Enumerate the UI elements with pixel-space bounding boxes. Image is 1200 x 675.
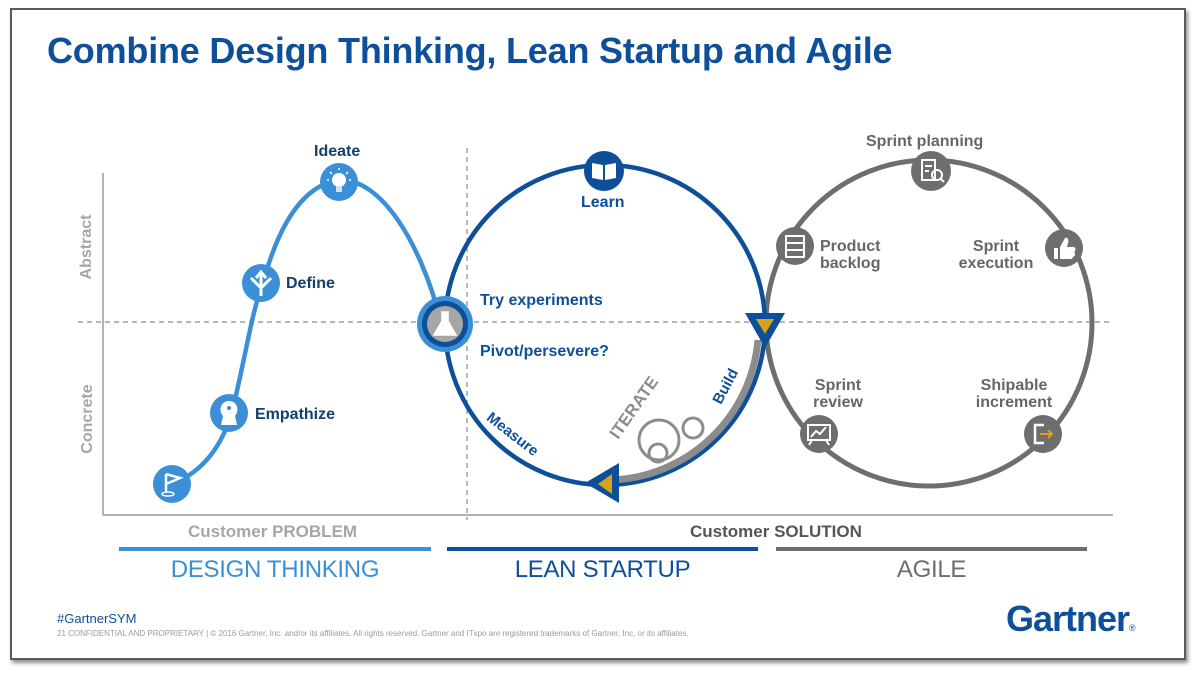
flask-icon	[432, 311, 458, 336]
diverging-arrows-icon	[249, 269, 273, 296]
head-heart-icon	[220, 401, 238, 425]
iterate-arc	[611, 339, 762, 484]
band-bar-design-thinking	[119, 547, 431, 551]
iterate-gears-icon	[637, 416, 705, 464]
label-product-backlog-line1: Product	[820, 238, 881, 255]
label-shipable-increment-line2: increment	[975, 394, 1053, 411]
label-pivot-persevere: Pivot/persevere?	[480, 343, 609, 360]
measure-arrowhead	[585, 463, 619, 503]
customer-solution-label: Customer SOLUTION	[690, 522, 862, 541]
agile-node-shipable-increment	[1024, 415, 1062, 453]
label-sprint-review-line1: Sprint	[814, 377, 862, 394]
label-sprint-execution-line1: Sprint	[972, 238, 1020, 255]
experiment-hub	[417, 296, 473, 352]
label-shipable-increment-line1: Shipable	[980, 377, 1048, 394]
y-axis-label-concrete: Concrete	[79, 384, 96, 454]
export-icon	[1033, 423, 1054, 445]
slide-title: Combine Design Thinking, Lean Startup an…	[47, 30, 893, 71]
dt-node-empathize	[210, 394, 248, 432]
agile-node-product-backlog	[776, 227, 814, 265]
presentation-chart-icon	[807, 424, 831, 446]
label-product-backlog-line2: backlog	[820, 255, 881, 272]
label-try-experiments: Try experiments	[480, 292, 603, 309]
customer-problem-label: Customer PROBLEM	[188, 522, 358, 541]
label-sprint-execution-line2: execution	[958, 255, 1034, 272]
dt-node-flag	[153, 465, 191, 503]
build-arrowhead	[745, 313, 785, 348]
iterate-label: ITERATE	[606, 373, 663, 442]
band-bar-agile	[776, 547, 1087, 551]
label-sprint-review-line2: review	[813, 394, 863, 411]
lean-startup-cycle	[442, 162, 768, 488]
design-thinking-curve	[172, 177, 444, 487]
y-axis-label-abstract: Abstract	[78, 214, 95, 280]
agile-node-sprint-execution	[1045, 229, 1083, 267]
dt-node-ideate	[320, 163, 358, 201]
label-shipable-increment: Shipable increment	[970, 377, 1058, 411]
label-empathize: Empathize	[255, 406, 336, 423]
band-label-agile: AGILE	[896, 556, 967, 583]
list-icon	[785, 235, 805, 258]
agile-node-sprint-planning	[911, 151, 951, 191]
logo-text: Gartner	[1006, 598, 1130, 639]
hashtag: #GartnerSYM	[57, 611, 137, 626]
label-define: Define	[286, 275, 335, 292]
gartner-logo: Gartner®	[1006, 598, 1136, 640]
label-ideate: Ideate	[314, 143, 361, 160]
book-icon	[592, 163, 616, 180]
lean-node-learn	[584, 151, 624, 191]
label-sprint-review: Sprint review	[806, 377, 870, 411]
thumbs-up-icon	[1054, 237, 1076, 259]
band-label-design-thinking: DESIGN THINKING	[170, 556, 380, 583]
agile-node-sprint-review	[800, 415, 838, 453]
band-bar-lean-startup	[447, 547, 758, 551]
legal-footer: 21 CONFIDENTIAL AND PROPRIETARY | © 2016…	[57, 629, 689, 638]
document-search-icon	[921, 159, 945, 183]
slide-frame	[10, 8, 1186, 660]
label-product-backlog: Product backlog	[820, 238, 880, 272]
band-label-lean-startup: LEAN STARTUP	[514, 556, 691, 583]
registered-mark: ®	[1129, 623, 1136, 633]
label-learn: Learn	[581, 194, 625, 211]
label-sprint-execution: Sprint execution	[953, 238, 1039, 272]
lightbulb-icon	[332, 173, 346, 187]
flag-icon	[164, 472, 184, 492]
dt-node-define	[242, 264, 280, 302]
label-sprint-planning: Sprint planning	[866, 133, 984, 150]
